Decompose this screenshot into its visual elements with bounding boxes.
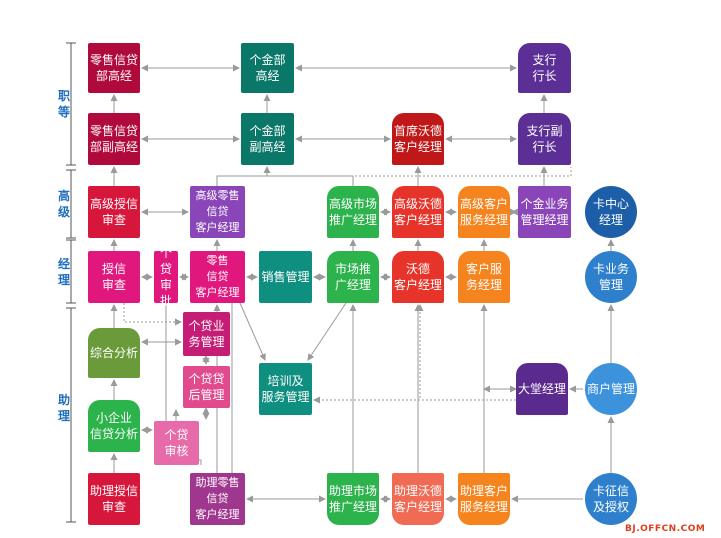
node-kzx-sq: 卡征信 及授权 bbox=[585, 473, 637, 525]
node-sctg-jl: 市场推 广经理 bbox=[327, 251, 379, 303]
node-gj-sctg: 高级市场 推广经理 bbox=[327, 186, 379, 238]
level-label-jingli: 经 理 bbox=[57, 257, 70, 287]
node-lsxd-kh: 零售 信贷 客户经理 bbox=[190, 251, 245, 303]
node-gdhgl: 个贷贷 后管理 bbox=[183, 366, 230, 408]
node-zl-sctg: 助理市场 推广经理 bbox=[327, 473, 379, 525]
node-zl-wd: 助理沃德 客户经理 bbox=[392, 473, 444, 525]
node-zl-khfw: 助理客户 服务经理 bbox=[458, 473, 510, 525]
level-bracket-0 bbox=[66, 42, 76, 166]
node-zhfx: 综合分析 bbox=[88, 328, 140, 378]
node-khfw-jl: 客户服 务经理 bbox=[458, 251, 510, 303]
node-kzx-jl: 卡中心 经理 bbox=[585, 186, 637, 238]
node-xsgl: 销售管理 bbox=[259, 251, 312, 303]
node-kyw-gl: 卡业务 管理 bbox=[585, 251, 637, 303]
node-zl-sxsc: 助理授信 审查 bbox=[88, 473, 140, 525]
node-dt-jl: 大堂经理 bbox=[516, 363, 568, 415]
node-gdyw-gl: 个贷业 务管理 bbox=[183, 312, 230, 356]
node-gdsh: 个贷 审核 bbox=[154, 421, 199, 465]
node-sh-gl: 商户管理 bbox=[585, 363, 637, 415]
node-wd-kh: 沃德 客户经理 bbox=[392, 251, 444, 303]
node-gjb-gj: 个金部 高经 bbox=[241, 43, 294, 93]
connector-45 bbox=[216, 166, 271, 186]
level-label-gaoji: 高 级 bbox=[57, 189, 70, 219]
watermark: BJ.OFFCN.COM bbox=[625, 524, 706, 534]
node-gj-sxsc: 高级授信 审查 bbox=[88, 186, 140, 238]
level-label-zhideng: 职 等 bbox=[57, 89, 70, 119]
node-ls-gj: 零售信贷 部高经 bbox=[88, 43, 140, 93]
connector-47 bbox=[267, 167, 572, 177]
node-gj-lsxd: 高级零售 信贷 客户经理 bbox=[190, 186, 245, 238]
connector-57 bbox=[307, 302, 347, 361]
connector-48 bbox=[123, 303, 182, 326]
node-gjb-fgj: 个金部 副高经 bbox=[241, 113, 294, 165]
node-sxsc: 授信 审查 bbox=[88, 251, 140, 303]
level-label-zhuli: 助 理 bbox=[57, 393, 70, 423]
node-gdsp: 个 贷 审 批 bbox=[154, 246, 178, 308]
node-gjyw-gl: 个金业务 管理经理 bbox=[518, 186, 571, 238]
level-bracket-2 bbox=[66, 239, 76, 304]
node-zh-fhz: 支行副 行长 bbox=[518, 113, 571, 165]
level-bracket-1 bbox=[66, 169, 76, 239]
node-zl-lsxd: 助理零售 信贷 客户经理 bbox=[190, 473, 245, 525]
node-ls-fgj: 零售信贷 部副高经 bbox=[88, 113, 140, 165]
node-zh-hz: 支行 行长 bbox=[518, 43, 571, 93]
level-bracket-3 bbox=[66, 307, 76, 523]
connector-56 bbox=[239, 302, 266, 361]
node-xqy-fx: 小企业 信贷分析 bbox=[88, 400, 140, 452]
node-sx-wd: 首席沃德 客户经理 bbox=[392, 113, 444, 165]
connector-46 bbox=[267, 175, 354, 186]
node-pxfw: 培训及 服务管理 bbox=[259, 363, 312, 415]
node-gj-khfw: 高级客户 服务经理 bbox=[458, 186, 510, 238]
connector-58 bbox=[313, 304, 424, 404]
node-gj-wd: 高级沃德 客户经理 bbox=[392, 186, 444, 238]
